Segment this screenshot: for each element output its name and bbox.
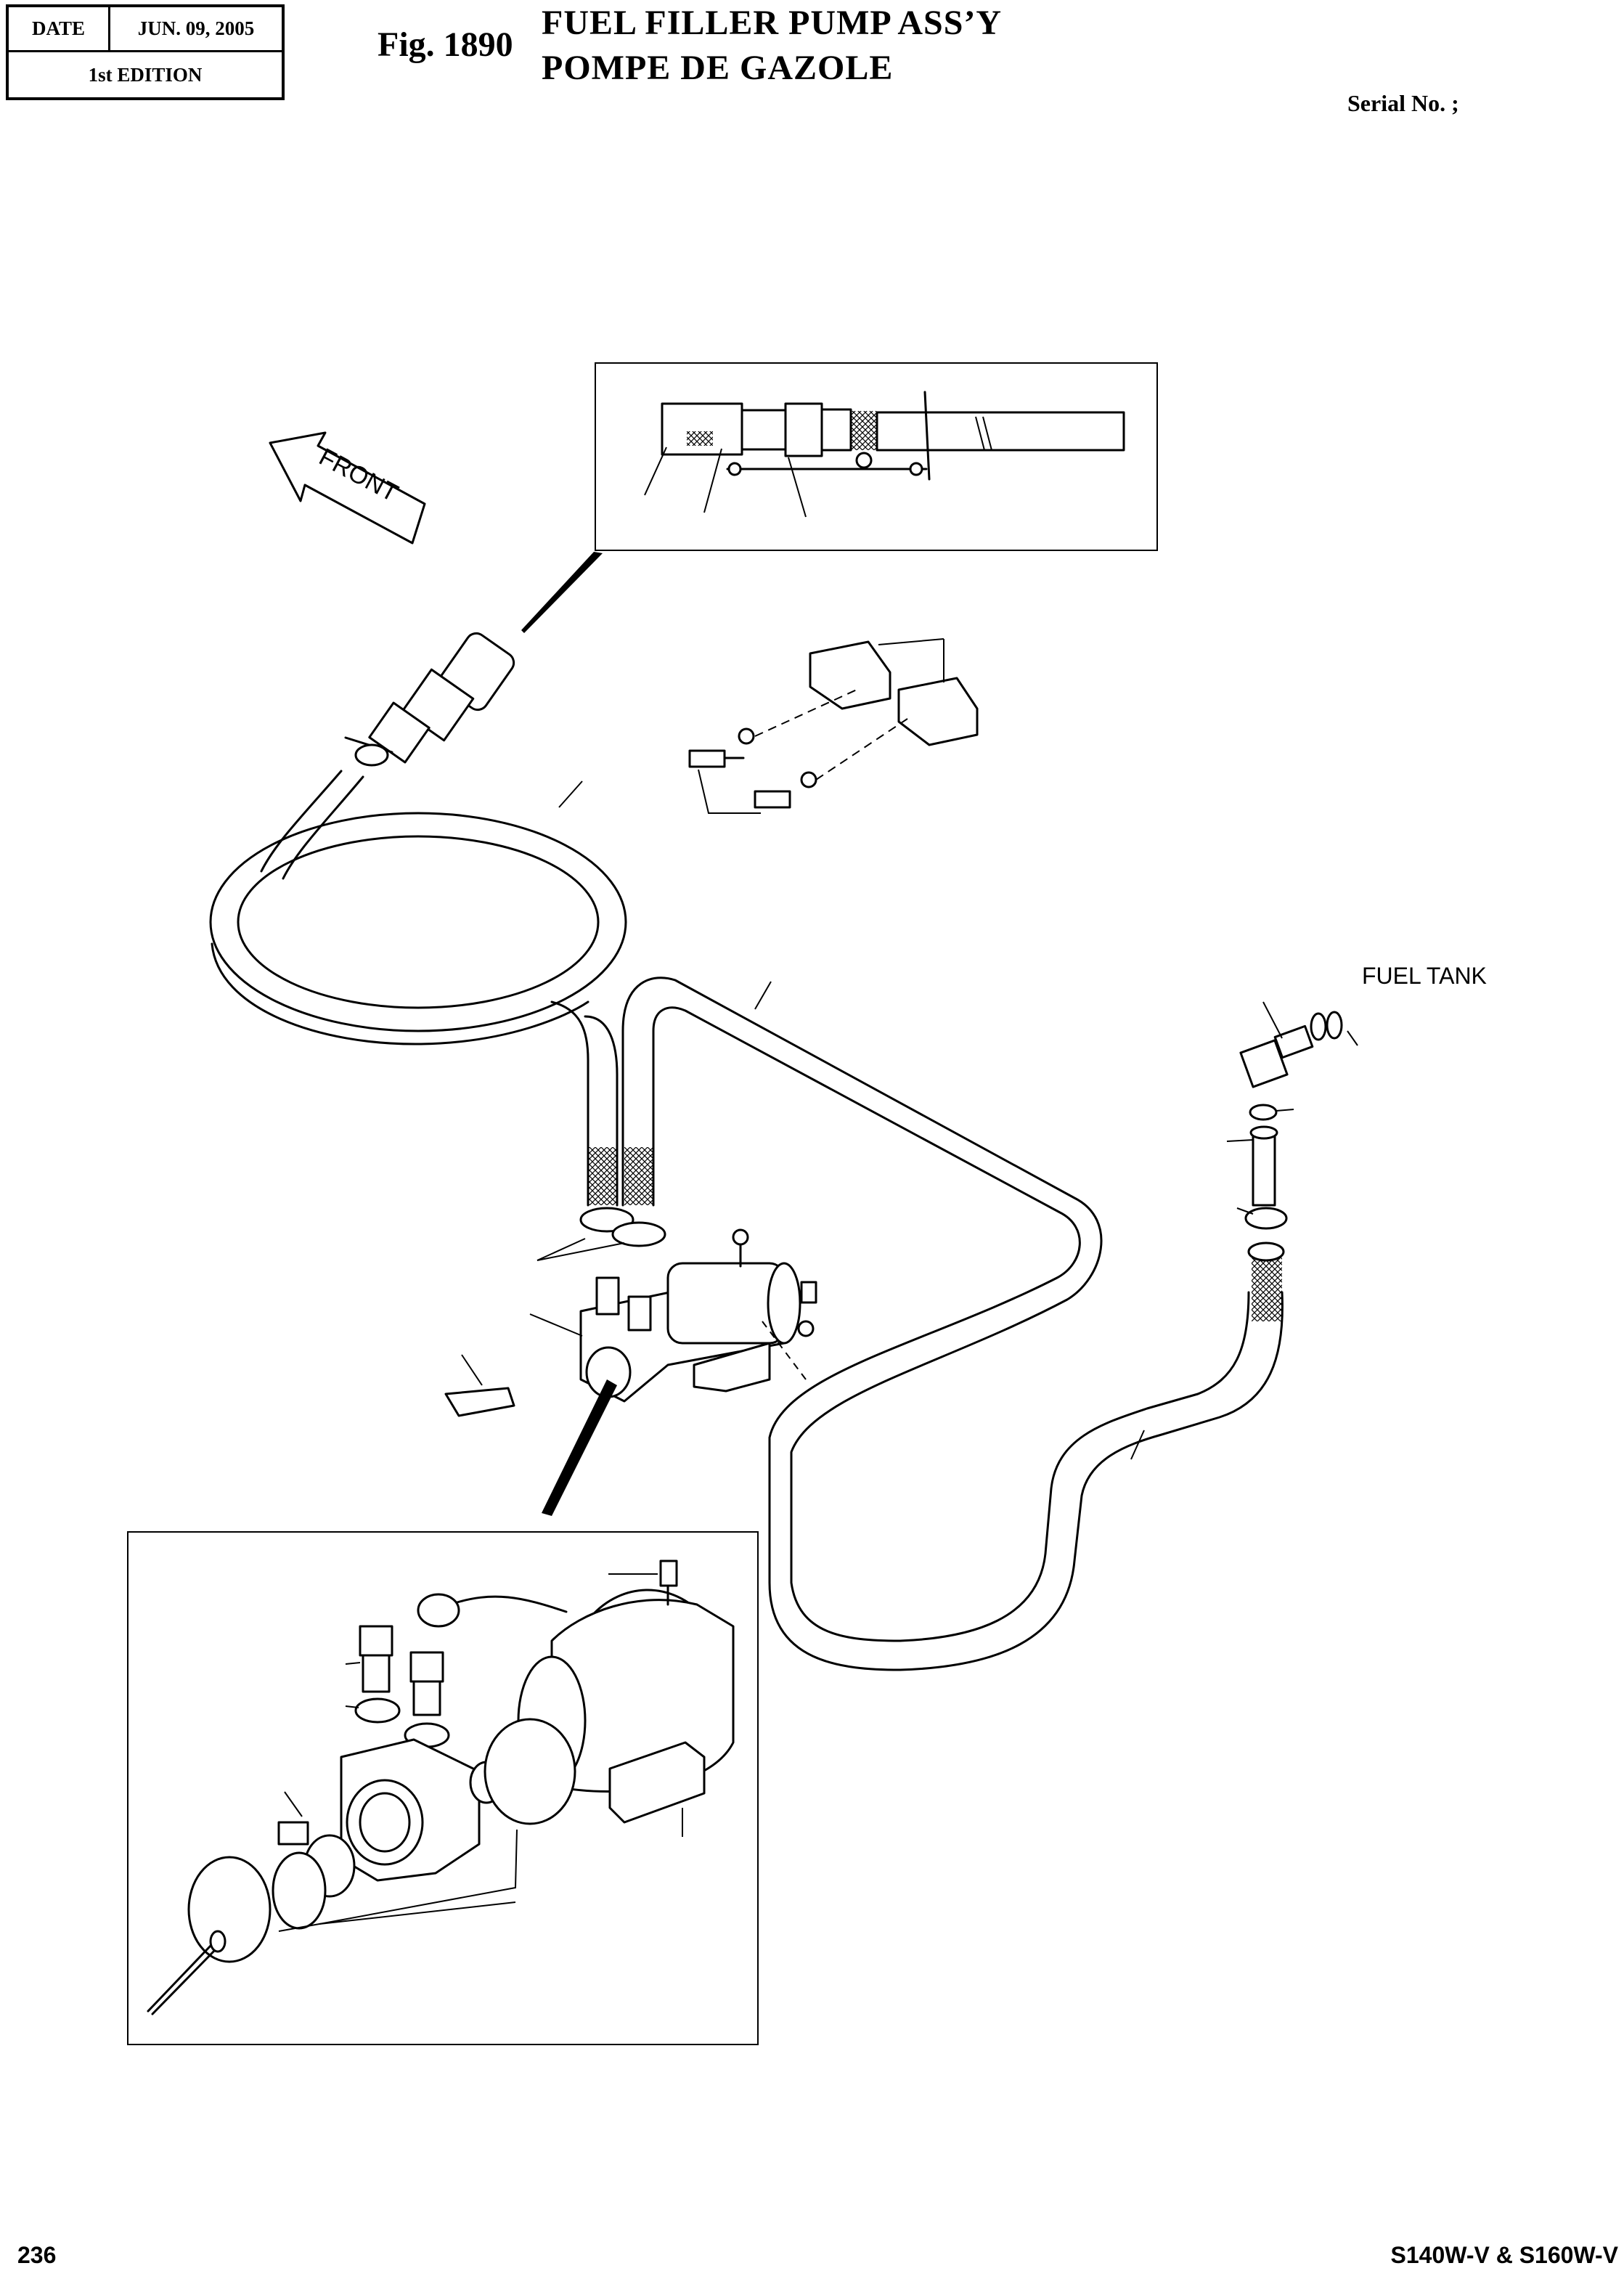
front-arrow: FRONT	[269, 431, 426, 545]
suction-hose	[621, 977, 1284, 1671]
page-title-english: FUEL FILLER PUMP ASS’Y	[542, 4, 1003, 42]
fuel-tank-fittings: FUEL TANK	[1226, 963, 1487, 1262]
pump-detail-inset	[127, 1531, 759, 2045]
date-value: JUN. 09, 2005	[110, 7, 282, 52]
date-label: DATE	[9, 7, 110, 52]
date-edition-box: DATE JUN. 09, 2005 1st EDITION	[6, 4, 285, 100]
page-number: 236	[17, 2242, 57, 2268]
figure-number: Fig. 1890	[378, 25, 513, 64]
fuel-pump-assembly	[444, 1207, 817, 1417]
serial-number-label: Serial No. ;	[1347, 90, 1459, 116]
bracket-set	[688, 638, 979, 814]
page-title-french: POMPE DE GAZOLE	[542, 49, 894, 87]
filler-hose	[209, 770, 627, 1207]
nozzle-detail-inset	[595, 362, 1158, 551]
fuel-tank-label: FUEL TANK	[1362, 963, 1487, 989]
edition-label: 1st EDITION	[88, 63, 203, 86]
model-designation: S140W-V & S160W-V	[1390, 2242, 1618, 2268]
filler-nozzle	[344, 632, 515, 767]
